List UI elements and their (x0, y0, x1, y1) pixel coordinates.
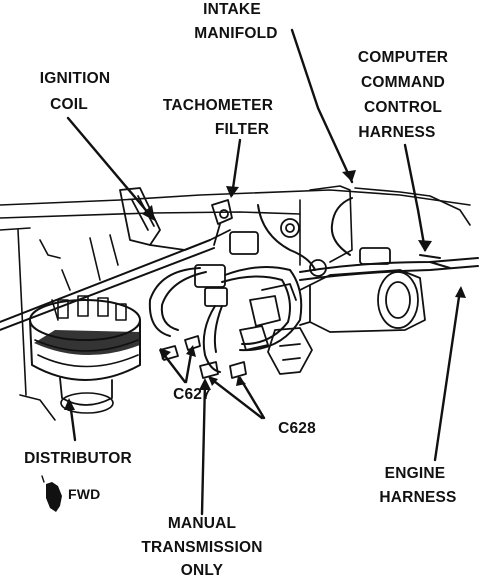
computer-harness-line-1: COMPUTER (358, 49, 448, 66)
ignition-coil-line-1: IGNITION (40, 70, 111, 87)
computer-harness-line-4: HARNESS (358, 124, 435, 141)
intake-manifold-line-2: MANIFOLD (194, 25, 277, 42)
computer-harness-line-2: COMMAND (361, 74, 445, 91)
ignition-coil-line-2: COIL (50, 96, 88, 113)
leader-lines (66, 28, 462, 516)
fwd-arrow-icon (46, 482, 62, 512)
label-manual-transmission: MANUAL TRANSMISSION ONLY (141, 515, 262, 578)
label-c627: C627 (173, 386, 211, 403)
manual-transmission-line-1: MANUAL (168, 515, 236, 532)
connector-c628-shapes (199, 361, 247, 379)
arrow-heads (64, 170, 466, 410)
tachometer-filter-line-1: TACHOMETER (163, 97, 273, 114)
label-distributor: DISTRIBUTOR (24, 450, 132, 467)
distributor-body (29, 295, 141, 414)
fwd-label: FWD (68, 486, 100, 502)
label-tachometer-filter: TACHOMETER FILTER (163, 97, 273, 138)
label-ignition-coil: IGNITION COIL (40, 70, 111, 113)
manual-transmission-line-2: TRANSMISSION (141, 539, 262, 556)
label-computer-harness: COMPUTER COMMAND CONTROL HARNESS (358, 49, 448, 141)
label-engine-harness: ENGINE HARNESS (379, 465, 456, 506)
label-intake-manifold: INTAKE MANIFOLD (194, 1, 277, 42)
manual-transmission-line-3: ONLY (181, 562, 224, 578)
wire-loops (148, 266, 303, 373)
tachometer-filter-body (211, 199, 233, 246)
label-c628: C628 (278, 420, 316, 437)
fwd-indicator: FWD (41, 475, 100, 512)
tachometer-filter-line-2: FILTER (215, 121, 269, 138)
engine-harness-line-2: HARNESS (379, 489, 456, 506)
engine-harness-line-1: ENGINE (385, 465, 446, 482)
intake-manifold-line-1: INTAKE (203, 1, 261, 18)
computer-harness-line-3: CONTROL (364, 99, 442, 116)
harness-bundles (257, 197, 479, 281)
dipstick-rod (0, 239, 215, 331)
connector-cluster (194, 218, 327, 351)
